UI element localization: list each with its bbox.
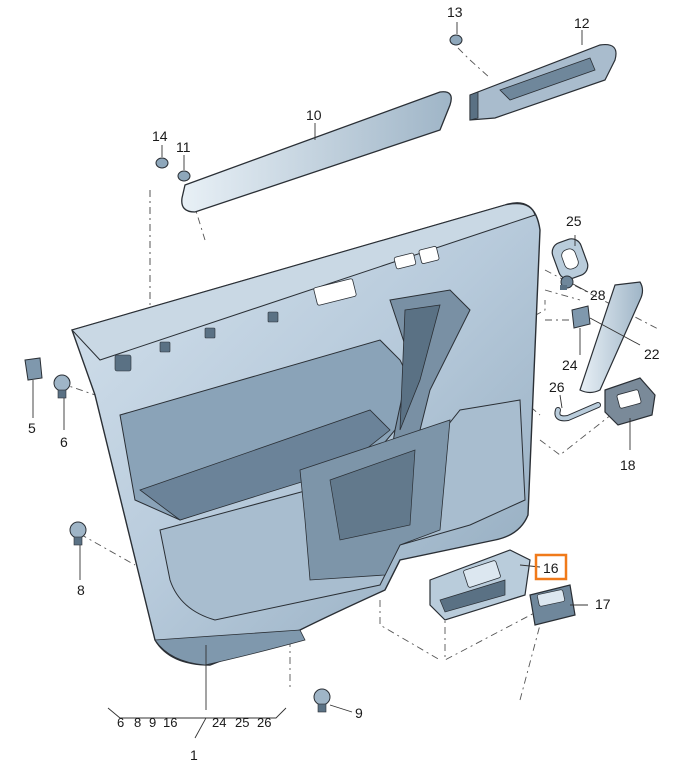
- grab-handle-12: [469, 43, 617, 121]
- callout-12: 12: [574, 15, 590, 31]
- callout-1-sublist: 6 8 9 16 24 25 26: [117, 715, 271, 730]
- switch-bracket-16: [429, 549, 531, 621]
- callout-18: 18: [620, 457, 636, 473]
- callout-25: 25: [566, 213, 582, 229]
- callout-16: 16: [543, 560, 559, 576]
- trim-strip-10: [181, 91, 452, 213]
- sublist-item: 9: [149, 715, 156, 730]
- sublist-item: 6: [117, 715, 124, 730]
- clip-6: [53, 374, 71, 399]
- clip-8: [69, 521, 87, 546]
- callout-28: 28: [590, 287, 606, 303]
- switch-18: [604, 377, 656, 426]
- clip-14: [155, 157, 169, 169]
- clip-24: [571, 305, 591, 329]
- sublist-item: 24: [212, 715, 226, 730]
- switch-17: [529, 584, 576, 626]
- clip-11: [177, 170, 191, 182]
- callout-9: 9: [355, 705, 363, 721]
- clip-13: [449, 34, 463, 46]
- callout-6: 6: [60, 434, 68, 450]
- callout-24: 24: [562, 357, 578, 373]
- callout-5: 5: [28, 420, 36, 436]
- trim-22: [579, 281, 644, 394]
- callout-8: 8: [77, 582, 85, 598]
- screw-28: [560, 275, 574, 290]
- callout-11: 11: [176, 139, 191, 155]
- sublist-item: 8: [134, 715, 141, 730]
- sublist-item: 16: [163, 715, 177, 730]
- callout-22: 22: [644, 346, 660, 362]
- callout-labels: 13 12 10 14 11 25 28 24 22 26 18 5 6 8 9…: [28, 4, 660, 763]
- seal-26: [554, 402, 601, 422]
- callout-17: 17: [595, 596, 611, 612]
- clip-9: [313, 688, 331, 713]
- sublist-item: 26: [257, 715, 271, 730]
- door-trim-panel: [71, 202, 541, 666]
- clip-5: [24, 357, 43, 381]
- callout-13: 13: [447, 4, 463, 20]
- leader-lines: [32, 22, 641, 739]
- callout-26: 26: [549, 379, 565, 395]
- sublist-item: 25: [235, 715, 249, 730]
- callout-14: 14: [152, 128, 168, 144]
- ring-25: [551, 238, 589, 280]
- callout-1: 1: [190, 747, 198, 763]
- callout-10: 10: [306, 107, 322, 123]
- highlight-box-16: [534, 553, 568, 581]
